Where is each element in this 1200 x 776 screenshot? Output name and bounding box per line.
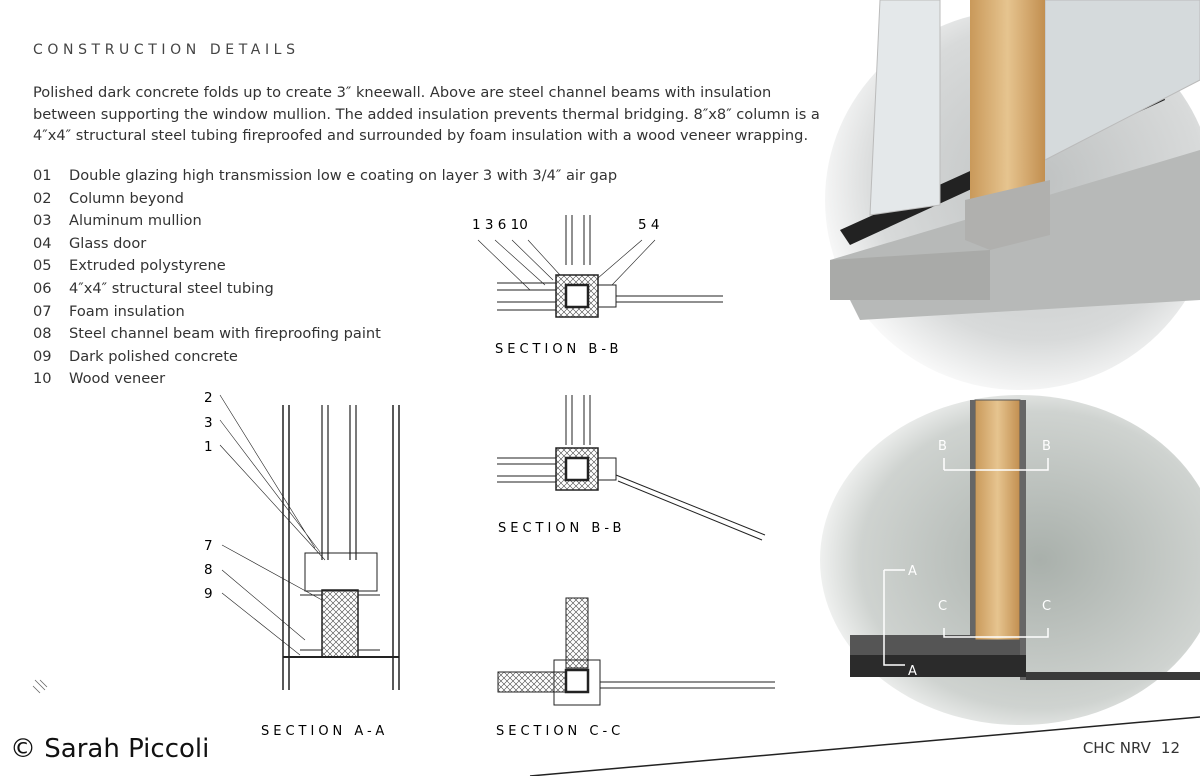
legend-item: 08 Steel channel beam with fireproofing p…	[33, 323, 617, 346]
legend-label: Steel channel beam with fireproofing pai…	[69, 325, 381, 343]
callouts-bb-right: 5 4	[638, 217, 659, 233]
callout-aa-7: 7	[204, 538, 213, 554]
marker-b-left: B	[938, 439, 947, 454]
page-number: 12	[1160, 739, 1180, 757]
legend-label: Glass door	[69, 234, 147, 252]
perspective-render-top	[825, 0, 1200, 390]
callout-aa-9: 9	[204, 586, 213, 602]
section-bb-1-label: SECTION B-B	[495, 342, 622, 357]
legend-label: Foam insulation	[69, 302, 185, 320]
legend-number: 03	[33, 212, 52, 230]
callout-aa-1: 1	[204, 439, 213, 455]
section-bb-2-label: SECTION B-B	[498, 521, 625, 536]
legend-number: 06	[33, 279, 52, 297]
legend-label: Aluminum mullion	[69, 212, 202, 230]
legend-label: Double glazing high transmission low e c…	[69, 167, 618, 184]
marker-a-bottom: A	[908, 664, 917, 679]
page-title: CONSTRUCTION DETAILS	[33, 42, 300, 58]
legend-item: 06 4″x4″ structural steel tubing	[33, 278, 617, 301]
legend-number: 09	[33, 347, 52, 365]
legend-number: 04	[33, 234, 52, 252]
callout-aa-3: 3	[204, 415, 213, 431]
legend-number: 10	[33, 370, 52, 388]
page-info: CHC NRV 12	[1083, 739, 1180, 757]
description-paragraph: Polished dark concrete folds up to creat…	[33, 84, 820, 144]
legend-item: 05 Extruded polystyrene	[33, 255, 617, 278]
section-aa-label: SECTION A-A	[261, 724, 388, 739]
legend-item: 03 Aluminum mullion	[33, 210, 617, 233]
legend-label: Extruded polystyrene	[69, 257, 226, 275]
legend-label: Dark polished concrete	[69, 347, 238, 365]
legend-item: 04 Glass door	[33, 233, 617, 256]
north-arrow-icon	[32, 679, 48, 694]
legend-label: Column beyond	[69, 189, 184, 207]
legend-item: 09 Dark polished concrete	[33, 346, 617, 369]
legend-number: 02	[33, 189, 52, 207]
plan-render-bottom: B B A A C C	[820, 395, 1200, 725]
legend-label: 4″x4″ structural steel tubing	[69, 279, 274, 297]
section-bb-1-drawing	[477, 215, 723, 318]
legend-item: 10 Wood veneer	[33, 368, 617, 391]
marker-b-right: B	[1042, 439, 1051, 454]
legend-item: 01 Double glazing high transmission low e…	[33, 165, 617, 188]
footer-divider	[529, 716, 1200, 776]
marker-c-left: C	[938, 599, 947, 614]
section-aa-drawing	[219, 394, 400, 690]
project-code: CHC NRV	[1082, 739, 1151, 757]
copyright: © Sarah Piccoli	[10, 734, 210, 764]
legend-label: Wood veneer	[69, 370, 166, 388]
legend-item: 02 Column beyond	[33, 188, 617, 211]
section-bb-2-drawing	[497, 395, 766, 541]
callout-aa-8: 8	[204, 562, 213, 578]
marker-c-right: C	[1042, 599, 1051, 614]
legend-number: 01	[33, 167, 52, 184]
marker-a-top: A	[908, 564, 917, 579]
section-cc-label: SECTION C-C	[496, 724, 624, 739]
legend-number: 05	[33, 257, 52, 275]
legend-number: 07	[33, 302, 52, 320]
callout-aa-2: 2	[204, 390, 213, 406]
legend-number: 08	[33, 325, 52, 343]
legend-list: 01 Double glazing high transmission low e…	[33, 165, 617, 391]
legend-item: 07 Foam insulation	[33, 301, 617, 324]
callouts-bb-left: 1 3 6 10	[472, 217, 528, 233]
section-cc-drawing	[497, 597, 775, 706]
